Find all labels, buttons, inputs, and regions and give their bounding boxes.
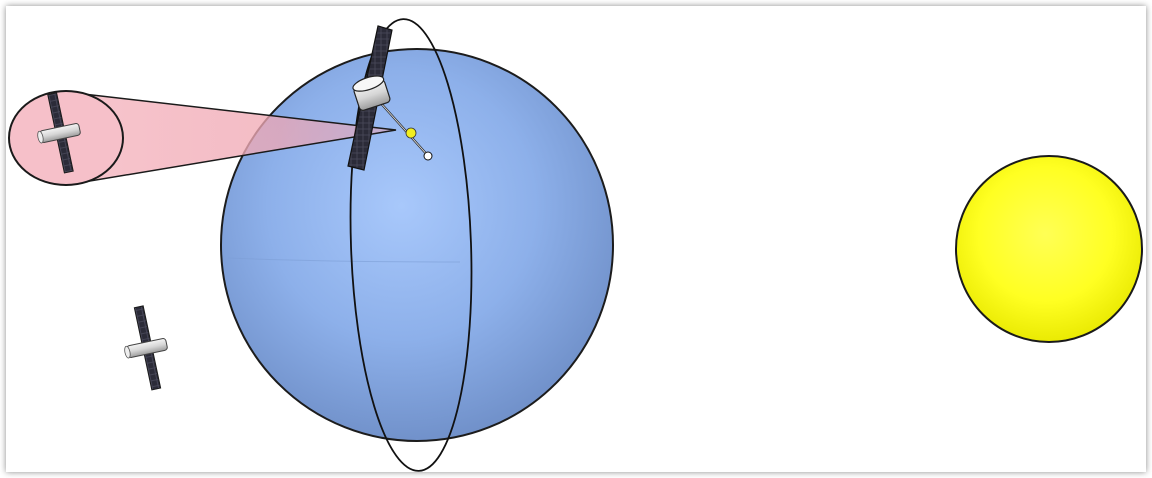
target-satellite [37, 92, 81, 174]
earth-globe [220, 48, 614, 442]
second-satellite [124, 305, 168, 391]
observing-satellite [347, 25, 433, 171]
sun-sphere [955, 155, 1143, 343]
polar-orbit-ring [349, 18, 473, 472]
